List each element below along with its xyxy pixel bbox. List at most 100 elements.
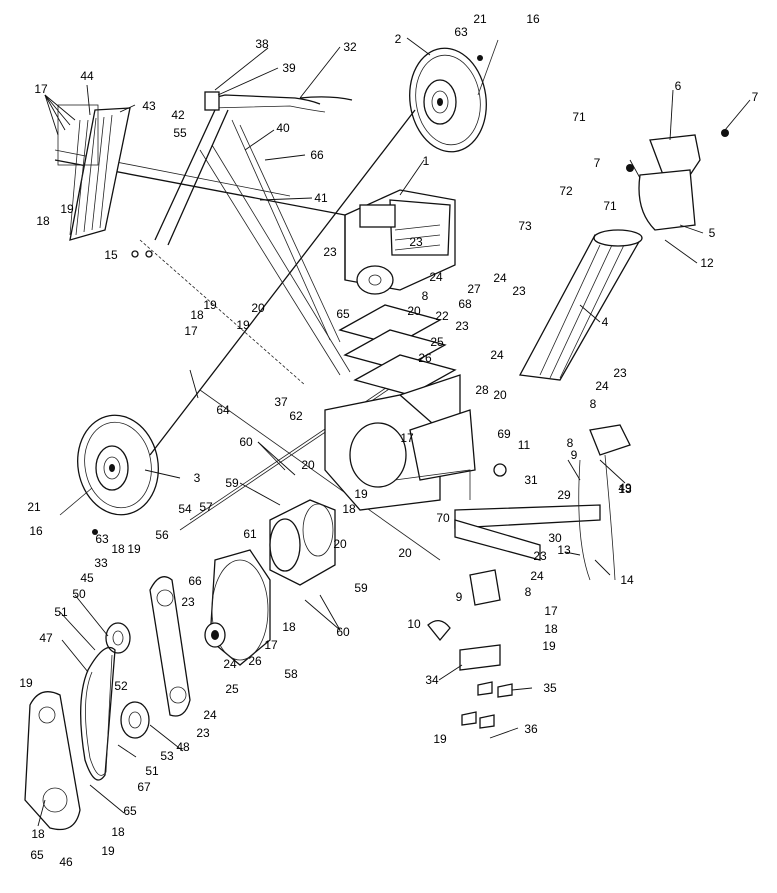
- callout-55: 55: [173, 126, 187, 140]
- callout-8a: 8: [421, 289, 429, 303]
- callout-66b: 66: [188, 574, 202, 588]
- callout-24c: 24: [490, 348, 504, 362]
- callout-19e: 19: [127, 542, 141, 556]
- callout-12: 12: [700, 256, 714, 270]
- callout-21b: 21: [27, 500, 41, 514]
- callout-16b: 16: [526, 12, 540, 26]
- callout-51b: 51: [145, 764, 159, 778]
- callout-23b: 23: [323, 245, 337, 259]
- belt-guard: [24, 691, 81, 831]
- callout-24e: 24: [530, 569, 544, 583]
- callout-16a: 16: [29, 524, 43, 538]
- discharge-chute: [518, 134, 701, 381]
- rotor-drum: [269, 499, 336, 586]
- callout-19i: 19: [101, 844, 115, 858]
- callout-56: 56: [155, 528, 169, 542]
- callout-10: 10: [407, 617, 421, 631]
- callout-47: 47: [39, 631, 53, 645]
- callout-22: 22: [435, 309, 449, 323]
- callout-41: 41: [314, 191, 328, 205]
- callout-28: 28: [475, 383, 489, 397]
- callout-30: 30: [548, 531, 562, 545]
- rear-guard: [57, 104, 131, 241]
- callout-23f: 23: [533, 549, 547, 563]
- wheel-top: [409, 39, 499, 153]
- callout-71a: 71: [572, 110, 586, 124]
- callout-25b: 25: [225, 682, 239, 696]
- callout-26a: 26: [418, 351, 432, 365]
- cutter-housing: [324, 394, 476, 511]
- callout-20a: 20: [251, 301, 265, 315]
- callout-23e: 23: [613, 366, 627, 380]
- callout-11: 11: [517, 438, 531, 452]
- callout-70: 70: [436, 511, 450, 525]
- callout-17c: 17: [400, 431, 414, 445]
- callout-39: 39: [282, 61, 296, 75]
- callout-43: 43: [142, 99, 156, 113]
- callout-17a: 17: [34, 82, 48, 96]
- drive-belt: [80, 646, 116, 781]
- callout-9a: 9: [570, 448, 578, 462]
- callout-19b: 19: [203, 298, 217, 312]
- callout-44: 44: [80, 69, 94, 83]
- callout-13b: 13: [557, 543, 571, 557]
- callout-7a: 7: [751, 90, 759, 104]
- callout-37: 37: [274, 395, 288, 409]
- callout-60b: 60: [336, 625, 350, 639]
- callout-72: 72: [559, 184, 573, 198]
- callout-51a: 51: [54, 605, 68, 619]
- tow-hitch: [454, 424, 631, 581]
- callout-40: 40: [276, 121, 290, 135]
- callout-25a: 25: [430, 335, 444, 349]
- callout-4: 4: [601, 315, 609, 329]
- callout-23c: 23: [512, 284, 526, 298]
- callout-6: 6: [674, 79, 682, 93]
- handle: [154, 91, 353, 246]
- callout-36: 36: [524, 722, 538, 736]
- engine: [344, 189, 456, 295]
- callout-17b: 17: [184, 324, 198, 338]
- leader-lines: [37, 37, 751, 827]
- callout-60a: 60: [239, 435, 253, 449]
- callout-20f: 20: [398, 546, 412, 560]
- callout-19g: 19: [433, 732, 447, 746]
- callout-18g: 18: [31, 827, 45, 841]
- callout-19f: 19: [542, 639, 556, 653]
- callout-18e: 18: [282, 620, 296, 634]
- callout-46: 46: [59, 855, 73, 869]
- callout-23d: 23: [455, 319, 469, 333]
- callout-8c: 8: [566, 436, 574, 450]
- callout-48: 48: [176, 740, 190, 754]
- callout-20e: 20: [333, 537, 347, 551]
- callout-38: 38: [255, 37, 269, 51]
- callout-23a: 23: [409, 235, 423, 249]
- callout-71b: 71: [603, 199, 617, 213]
- callout-5: 5: [708, 226, 716, 240]
- callout-19c: 19: [236, 318, 250, 332]
- callout-34: 34: [425, 673, 439, 687]
- callout-19a: 19: [60, 202, 74, 216]
- callout-23h: 23: [196, 726, 210, 740]
- callout-32: 32: [343, 40, 357, 54]
- drive-cover: [204, 549, 271, 666]
- callout-59b: 59: [354, 581, 368, 595]
- callout-65a: 65: [336, 307, 350, 321]
- callout-8d: 8: [524, 585, 532, 599]
- callout-17d: 17: [264, 638, 278, 652]
- callout-26b: 26: [248, 654, 262, 668]
- callout-8b: 8: [589, 397, 597, 411]
- callout-31: 31: [524, 473, 538, 487]
- callout-24b: 24: [493, 271, 507, 285]
- callout-23g: 23: [181, 595, 195, 609]
- callout-1: 1: [422, 154, 430, 168]
- callout-9b: 9: [455, 590, 463, 604]
- callout-15: 15: [104, 248, 118, 262]
- callout-58: 58: [284, 667, 298, 681]
- callout-66a: 66: [310, 148, 324, 162]
- callout-17e: 17: [544, 604, 558, 618]
- callout-24f: 24: [223, 657, 237, 671]
- callout-29: 29: [557, 488, 571, 502]
- callout-35: 35: [543, 681, 557, 695]
